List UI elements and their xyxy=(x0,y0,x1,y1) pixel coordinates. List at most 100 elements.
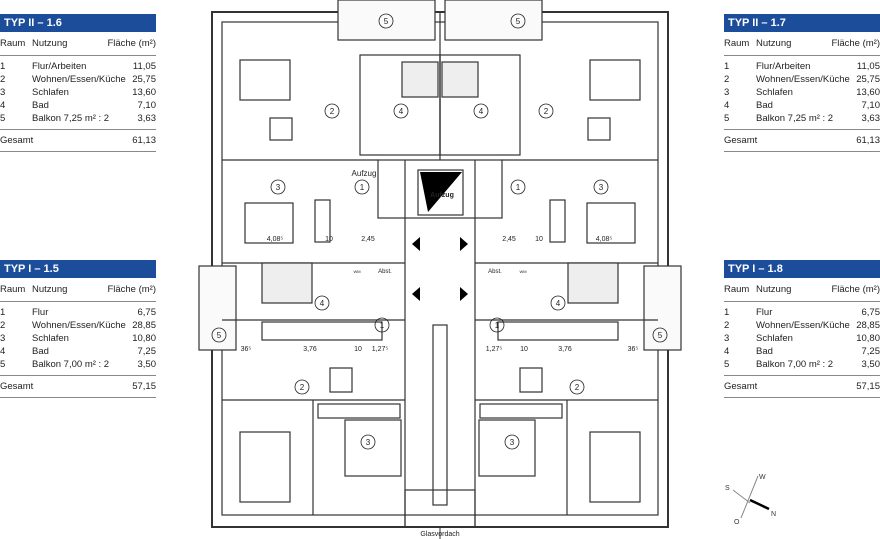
svg-text:O: O xyxy=(734,519,740,526)
table-title: TYP I – 1.5 xyxy=(0,260,156,278)
room-number: 4 xyxy=(479,107,484,116)
dimension: 4,08⁵ xyxy=(596,236,613,243)
table-cell: 3 xyxy=(724,333,730,344)
canopy-label: Glasvordach xyxy=(420,531,459,538)
room-number: 5 xyxy=(516,17,521,26)
table-cell: 3,50 xyxy=(137,359,157,370)
room-number: 2 xyxy=(575,383,580,392)
storage-label: Abst. xyxy=(378,269,392,275)
table-cell: 2 xyxy=(0,74,6,85)
table-title: TYP II – 1.6 xyxy=(0,14,156,32)
room-number: 4 xyxy=(399,107,404,116)
table-cell: 1 xyxy=(724,61,730,72)
dimension: 10 xyxy=(354,346,362,353)
total-label: Gesamt xyxy=(724,381,758,392)
dimension: 36⁵ xyxy=(241,346,252,353)
total-value: 57,15 xyxy=(132,381,156,392)
washer-label: WM xyxy=(353,269,360,274)
table-cell: 1 xyxy=(724,307,730,318)
dimension: 3,76 xyxy=(303,346,317,353)
room-number: 2 xyxy=(330,107,335,116)
table-row: 1 Flur/Arbeiten 11,05 xyxy=(724,60,880,73)
room-number: 3 xyxy=(366,438,371,447)
room-number: 2 xyxy=(544,107,549,116)
table-cell: 2 xyxy=(724,320,730,331)
room-number: 5 xyxy=(384,17,389,26)
table-cell: 10,80 xyxy=(132,333,156,344)
col-header: Raum xyxy=(0,284,26,295)
svg-text:N: N xyxy=(771,511,776,518)
table-cell: 11,05 xyxy=(856,61,880,72)
svg-text:S: S xyxy=(725,485,730,492)
table-cell: 7,25 xyxy=(137,346,157,357)
room-number: 1 xyxy=(495,321,500,330)
dimension: 1,27⁵ xyxy=(486,346,503,353)
table-cell: 3 xyxy=(724,87,730,98)
table-cell: 11,05 xyxy=(132,61,156,72)
table-cell: 25,75 xyxy=(132,74,156,85)
total-label: Gesamt xyxy=(0,135,34,146)
table-cell: 7,25 xyxy=(861,346,880,357)
table-cell: Schlafen xyxy=(756,333,793,344)
elevator-mark xyxy=(420,172,462,212)
total-value: 57,15 xyxy=(856,381,880,392)
col-header: Raum xyxy=(0,38,26,49)
col-header: Nutzung xyxy=(32,38,68,49)
room-number: 3 xyxy=(510,438,515,447)
table-title: TYP I – 1.8 xyxy=(724,260,880,278)
table-cell: 10,80 xyxy=(856,333,880,344)
table-cell: 3,50 xyxy=(861,359,880,370)
table-cell: Flur xyxy=(756,307,773,318)
room-number: 4 xyxy=(556,299,561,308)
room-number: 5 xyxy=(658,331,663,340)
table-cell: Flur/Arbeiten xyxy=(756,61,811,72)
svg-text:W: W xyxy=(759,474,766,481)
room-number: 3 xyxy=(276,183,281,192)
total-value: 61,13 xyxy=(132,135,156,146)
table-title: TYP II – 1.7 xyxy=(724,14,880,32)
col-header: Fläche (m²) xyxy=(107,38,156,49)
room-number: 2 xyxy=(300,383,305,392)
table-cell: Bad xyxy=(32,346,49,357)
dimension: 1,27⁵ xyxy=(372,346,389,353)
table-cell: 28,85 xyxy=(856,320,880,331)
table-cell: Bad xyxy=(756,100,773,111)
table-cell: 2 xyxy=(724,74,730,85)
table-cell: Balkon 7,00 m² : 2 xyxy=(756,359,834,370)
table-cell: Flur xyxy=(32,307,49,318)
table-row: 3 Schlafen 10,80 xyxy=(724,332,880,345)
total-label: Gesamt xyxy=(724,135,758,146)
table-cell: 2 xyxy=(0,320,6,331)
table-cell: 4 xyxy=(0,100,6,111)
table-cell: 28,85 xyxy=(132,320,156,331)
total-value: 61,13 xyxy=(856,135,880,146)
room-number: 1 xyxy=(380,321,385,330)
table-cell: Bad xyxy=(32,100,49,111)
total-label: Gesamt xyxy=(0,381,34,392)
table-cell: Wohnen/Essen/Küche xyxy=(32,320,126,331)
room-number: 5 xyxy=(217,331,222,340)
dimension: 36⁵ xyxy=(628,346,639,353)
compass: W S N O xyxy=(725,474,776,526)
table-cell: Wohnen/Essen/Küche xyxy=(756,320,850,331)
table-cell: 3,63 xyxy=(861,113,880,124)
room-number: 3 xyxy=(599,183,604,192)
dimension: 2,45 xyxy=(361,236,375,243)
table-cell: Schlafen xyxy=(32,333,69,344)
table-cell: Bad xyxy=(756,346,773,357)
dimension: 10 xyxy=(520,346,528,353)
table-cell: 3 xyxy=(0,333,6,344)
table-cell: 13,60 xyxy=(856,87,880,98)
